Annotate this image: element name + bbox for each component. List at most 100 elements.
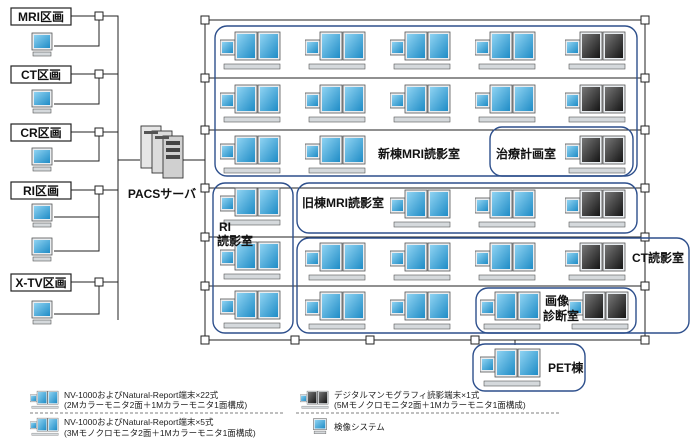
legend-a-line2: (2Mカラーモニタ2面＋1Mカラーモニタ1面構成): [64, 400, 247, 410]
zone-cr: CR区画: [10, 123, 72, 172]
room-treatment-label: 治療計画室: [496, 146, 556, 161]
workstation-color-icon: [390, 291, 451, 330]
zone-ct-label: CT区画: [21, 68, 61, 82]
room-new-mri-label: 新棟MRI読影室: [378, 146, 460, 161]
workstation-mono-icon: [565, 31, 626, 70]
connector-node: [640, 183, 650, 193]
zone-xtv: X-TV区画: [10, 273, 72, 325]
workstation-icon: [31, 237, 53, 262]
workstation-color-icon: [305, 84, 366, 123]
workstations-old-mri: [390, 189, 626, 228]
legend-a-line1: NV-1000およびNatural-Report端末×22式: [64, 390, 219, 400]
workstation-color-icon: [305, 291, 366, 330]
connector-node: [200, 183, 210, 193]
zone-cr-label: CR区画: [20, 126, 61, 140]
left-nodes: [94, 11, 104, 287]
room-image-diagnosis: [475, 287, 637, 334]
legend-c-line1: デジタルマンモグラフィ読影端末×1式: [334, 390, 480, 400]
left-wiring: [54, 15, 140, 320]
room-ct-label: CT読影室: [632, 250, 684, 265]
workstation-color-icon: [475, 189, 536, 228]
zone-mri-label: MRI区画: [18, 10, 64, 24]
legend-mono-workstation-icon: [300, 390, 329, 409]
connector-node: [94, 185, 104, 195]
workstation-color-icon: [480, 348, 541, 387]
connector-node: [640, 232, 650, 242]
legend-b-line2: (3Mモノクロモニタ2面＋1Mカラーモニタ1面構成): [64, 428, 256, 438]
room-ri-reading: [212, 182, 294, 334]
workstation-color-icon: [305, 31, 366, 70]
connector-node: [200, 335, 210, 345]
room-new-mri-reading: [214, 25, 638, 177]
server-tower-icon: [140, 125, 184, 179]
connector-node: [640, 73, 650, 83]
connector-node: [640, 125, 650, 135]
zone-ri: RI区画: [10, 181, 72, 262]
workstation-color-icon: [220, 84, 281, 123]
connector-node: [365, 335, 375, 345]
room-image-diag-label-2: 診断室: [543, 308, 579, 323]
room-treatment-planning: [489, 126, 634, 177]
network-bus: [204, 19, 646, 345]
workstation-color-icon: [480, 291, 541, 330]
connector-node: [640, 15, 650, 25]
connector-node: [470, 335, 480, 345]
workstation-color-icon: [305, 242, 366, 281]
workstation-color-icon: [390, 31, 451, 70]
connector-node: [200, 232, 210, 242]
connector-node: [200, 73, 210, 83]
connector-node: [94, 69, 104, 79]
connector-node: [290, 335, 300, 345]
workstation-color-icon: [390, 242, 451, 281]
workstation-icon: [31, 89, 53, 114]
workstation-color-icon: [475, 84, 536, 123]
legend-d-line1: 検像システム: [334, 422, 385, 432]
workstation-icon: [31, 203, 53, 228]
workstation-color-icon: [475, 31, 536, 70]
room-old-mri-label: 旧棟MRI読影室: [302, 195, 384, 210]
workstation-color-icon: [475, 242, 536, 281]
connector-node: [200, 281, 210, 291]
room-image-diag-label-1: 画像: [545, 293, 570, 308]
connector-node: [200, 125, 210, 135]
workstation-mono-icon: [565, 84, 626, 123]
zone-ri-label: RI区画: [23, 184, 59, 198]
workstation-icon: [31, 32, 53, 57]
connector-node: [640, 335, 650, 345]
workstations-ri-reading: [220, 187, 281, 329]
connector-node: [94, 127, 104, 137]
workstation-color-icon: [220, 290, 281, 329]
workstation-mono-icon: [565, 189, 626, 228]
legend: NV-1000およびNatural-Report端末×22式 (2Mカラーモニタ…: [30, 390, 560, 438]
workstation-color-icon: [390, 189, 451, 228]
zone-mri: MRI区画: [10, 7, 72, 57]
workstation-icon: [31, 147, 53, 172]
zone-xtv-label: X-TV区画: [15, 276, 66, 290]
connector-node: [94, 277, 104, 287]
pacs-server-label: PACSサーバ: [128, 187, 196, 201]
legend-color-workstation-icon: [30, 390, 59, 409]
room-ri-label-1: RI: [219, 220, 231, 234]
room-ri-label-2: 読影室: [217, 233, 253, 248]
legend-c-line2: (5Mモノクロモニタ2面＋1Mカラーモニタ1面構成): [334, 400, 526, 410]
pacs-server: PACSサーバ: [128, 125, 196, 201]
workstation-color-icon: [390, 84, 451, 123]
room-old-mri-reading: [296, 182, 638, 234]
legend-color-workstation-icon: [30, 417, 59, 436]
connector-node: [640, 281, 650, 291]
workstation-color-icon: [220, 135, 281, 174]
bus-nodes: [200, 15, 650, 345]
legend-b-line1: NV-1000およびNatural-Report端末×5式: [64, 417, 214, 427]
workstation-mono-icon: [565, 135, 626, 174]
room-pet-label: PET棟: [548, 360, 584, 375]
zone-ct: CT区画: [10, 65, 72, 114]
workstation-icon: [31, 300, 53, 325]
connector-node: [200, 15, 210, 25]
room-pet-building: [472, 343, 586, 392]
workstation-mono-icon: [565, 242, 626, 281]
connector-node: [94, 11, 104, 21]
workstation-color-icon: [220, 31, 281, 70]
legend-single-monitor-icon: [313, 418, 327, 435]
workstation-color-icon: [305, 135, 366, 174]
